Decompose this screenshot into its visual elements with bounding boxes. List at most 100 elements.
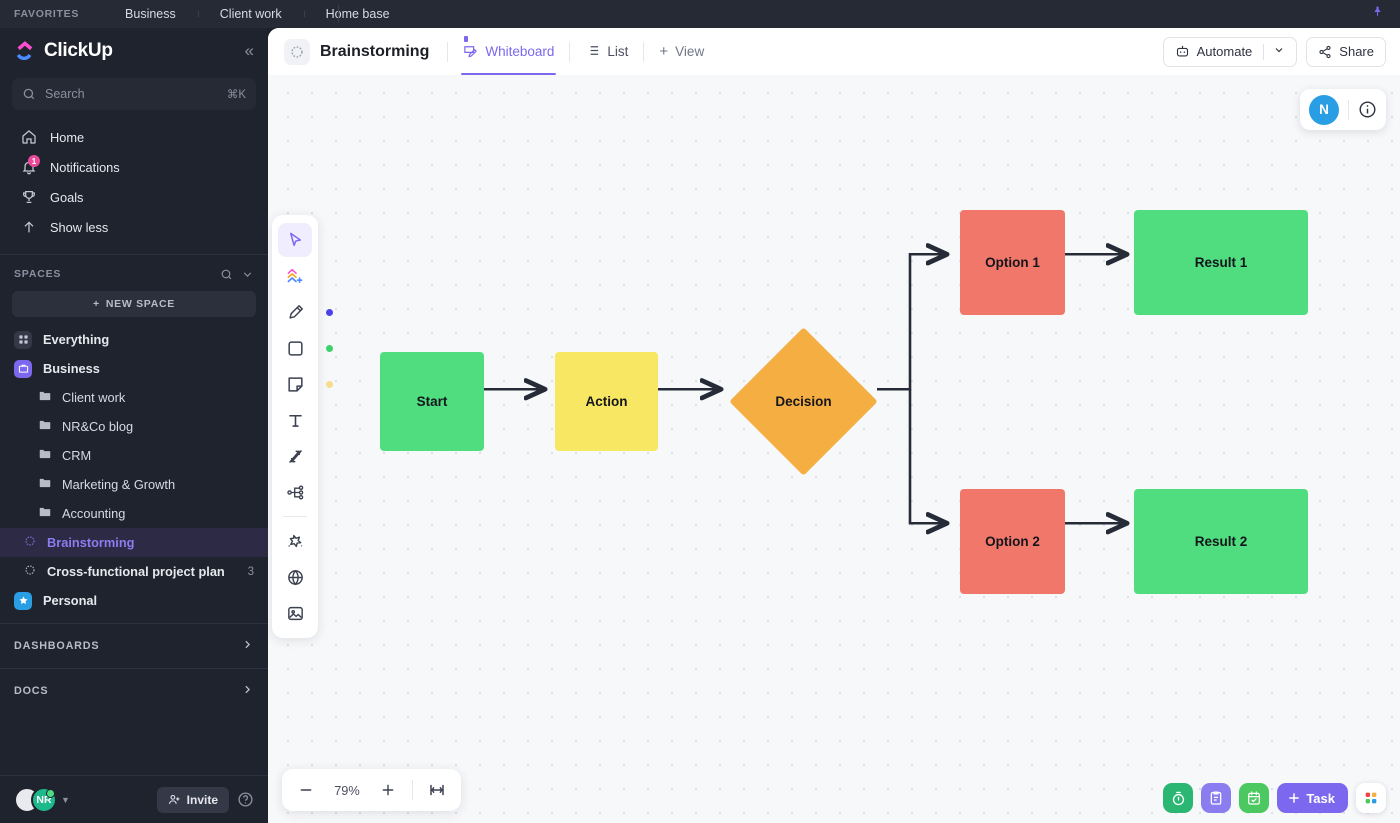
flow-node-option-1[interactable]: Option 1 xyxy=(960,210,1065,315)
ai-magic-tool[interactable] xyxy=(278,524,312,558)
search-input[interactable]: Search ⌘K xyxy=(12,78,256,110)
folder-icon xyxy=(38,447,52,464)
spaces-chevron-down-icon[interactable] xyxy=(241,268,254,281)
folder-icon xyxy=(38,476,52,493)
chevron-down-icon[interactable] xyxy=(1273,44,1285,59)
flow-node-option-2[interactable]: Option 2 xyxy=(960,489,1065,594)
whiteboard-canvas[interactable]: Start Action Decision Option 1 Result 1 … xyxy=(268,75,1400,823)
avatar[interactable]: N xyxy=(1309,94,1339,125)
pushpin-icon[interactable] xyxy=(1371,5,1384,23)
clickup-logo-icon xyxy=(16,41,33,61)
bell-icon: 1 xyxy=(20,155,40,175)
apps-fab[interactable] xyxy=(1356,783,1386,813)
new-space-button[interactable]: + NEW SPACE xyxy=(12,291,256,317)
image-tool[interactable] xyxy=(278,596,312,630)
sidebar-folder-client-work[interactable]: Client work xyxy=(0,383,268,412)
tab-list[interactable]: List xyxy=(570,28,643,75)
sidebar-item-label: Notifications xyxy=(50,159,120,175)
section-label: DOCS xyxy=(14,685,49,697)
topbar-actions: Automate Share xyxy=(1162,36,1386,67)
flow-node-label: Start xyxy=(416,394,448,409)
sidebar-footer: NR ▼ Invite xyxy=(0,775,268,823)
connector-tool[interactable] xyxy=(278,439,312,473)
plus-icon xyxy=(1289,793,1300,803)
tab-add-view[interactable]: + View xyxy=(644,28,719,75)
sidebar-folder-marketing-growth[interactable]: Marketing & Growth xyxy=(0,470,268,499)
invite-button[interactable]: Invite xyxy=(156,786,229,813)
timer-fab[interactable] xyxy=(1163,783,1194,813)
sidebar-item-label: Goals xyxy=(50,189,84,205)
sticky-note-tool[interactable] xyxy=(278,367,333,401)
divider xyxy=(447,41,449,62)
trophy-icon xyxy=(20,189,37,205)
arrow-up-icon xyxy=(20,219,37,235)
share-button[interactable]: Share xyxy=(1306,36,1386,67)
sidebar-item-personal[interactable]: Personal xyxy=(0,586,268,615)
text-tool[interactable] xyxy=(278,403,312,437)
sidebar-item-business[interactable]: Business xyxy=(0,354,268,383)
sidebar-item-label: Cross-functional project plan xyxy=(47,564,225,579)
shape-color-swatch[interactable] xyxy=(326,344,333,352)
shapes-tool[interactable] xyxy=(278,259,312,293)
notepad-fab[interactable] xyxy=(1201,783,1232,813)
pen-tool[interactable] xyxy=(278,295,333,329)
zoom-out-button[interactable] xyxy=(288,773,324,807)
favorite-item-1[interactable]: Client work xyxy=(197,7,304,21)
briefcase-icon xyxy=(14,359,32,378)
select-cursor-tool[interactable] xyxy=(278,223,312,257)
zoom-controls: 79% xyxy=(282,769,461,811)
divider xyxy=(643,41,645,62)
favorite-item-2[interactable]: Home base xyxy=(303,7,412,21)
flow-node-start[interactable]: Start xyxy=(380,352,484,451)
flow-node-decision[interactable]: Decision xyxy=(729,327,878,476)
folder-icon xyxy=(38,505,52,522)
zoom-in-button[interactable] xyxy=(370,773,406,807)
avatar: NR xyxy=(31,786,57,813)
mindmap-tool[interactable] xyxy=(278,475,312,509)
sidebar-item-brainstorming[interactable]: Brainstorming xyxy=(0,528,268,557)
chevron-down-icon[interactable]: ▼ xyxy=(61,794,70,805)
divider xyxy=(1348,99,1349,120)
view-topbar: Brainstorming Whiteboard List xyxy=(268,28,1400,75)
avatar-group[interactable]: NR ▼ xyxy=(14,786,70,813)
fit-to-screen-button[interactable] xyxy=(419,773,455,807)
sidebar-folder-label: Accounting xyxy=(62,506,126,521)
favorites-label: FAVORITES xyxy=(14,8,80,20)
brand[interactable]: ClickUp xyxy=(14,40,113,62)
tab-whiteboard[interactable]: Whiteboard xyxy=(448,28,569,75)
calendar-fab[interactable] xyxy=(1239,783,1270,813)
sidebar-folder-crm[interactable]: CRM xyxy=(0,441,268,470)
spaces-search-icon[interactable] xyxy=(220,268,233,281)
sidebar-section-dashboards[interactable]: DASHBOARDS xyxy=(0,623,268,668)
favorite-item-0[interactable]: Business xyxy=(125,7,176,21)
sidebar-folder-nrco-blog[interactable]: NR&Co blog xyxy=(0,412,268,441)
sidebar-item-show-less[interactable]: Show less xyxy=(0,212,268,242)
sticky-color-swatch[interactable] xyxy=(326,380,333,388)
collapse-left-icon[interactable]: « xyxy=(244,41,254,60)
automate-label: Automate xyxy=(1196,44,1253,59)
pen-color-swatch[interactable] xyxy=(326,308,333,316)
notification-badge: 1 xyxy=(28,155,40,167)
embed-globe-tool[interactable] xyxy=(278,560,312,594)
help-circle-icon[interactable] xyxy=(237,791,254,808)
chevron-right-icon xyxy=(241,683,254,699)
new-task-fab[interactable]: Task xyxy=(1277,783,1348,813)
flow-node-action[interactable]: Action xyxy=(555,352,658,451)
sidebar-item-cross-functional-project-plan[interactable]: Cross-functional project plan 3 xyxy=(0,557,268,586)
tab-label: Whiteboard xyxy=(485,44,555,59)
flow-node-label: Option 1 xyxy=(985,255,1040,270)
plus-icon: + xyxy=(93,298,100,310)
sidebar-item-notifications[interactable]: 1 Notifications xyxy=(0,152,268,182)
home-icon xyxy=(20,129,37,145)
sidebar-section-docs[interactable]: DOCS xyxy=(0,668,268,713)
sidebar-item-everything[interactable]: Everything xyxy=(0,325,268,354)
flow-node-result-2[interactable]: Result 2 xyxy=(1134,489,1308,594)
sidebar-folder-accounting[interactable]: Accounting xyxy=(0,499,268,528)
sidebar-item-home[interactable]: Home xyxy=(0,122,268,152)
flow-node-result-1[interactable]: Result 1 xyxy=(1134,210,1308,315)
automate-button[interactable]: Automate xyxy=(1162,36,1298,67)
sidebar-item-goals[interactable]: Goals xyxy=(0,182,268,212)
rectangle-tool[interactable] xyxy=(278,331,333,365)
search-icon xyxy=(23,88,35,100)
info-circle-icon[interactable] xyxy=(1358,100,1377,119)
